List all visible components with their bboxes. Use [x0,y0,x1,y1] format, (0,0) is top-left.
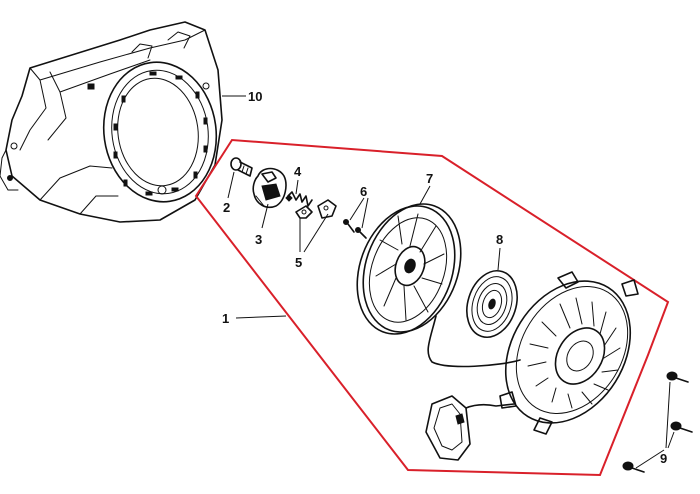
rope-handle-icon [425,395,515,461]
spring-icon [285,191,313,207]
pin-icon [343,219,367,239]
callout-3: 3 [255,232,262,247]
pulley-reel-icon [356,203,521,368]
recoil-starter-assembly-icon [194,138,670,477]
callout-7: 7 [426,171,433,186]
ratchet-icon [252,167,287,209]
callout-1: 1 [222,311,229,326]
leader-lines [222,95,675,469]
callout-5: 5 [295,255,302,270]
recoil-spring-icon [466,270,518,338]
bolt-icon [230,157,253,177]
fan-cover-shroud-icon [0,21,223,223]
callout-8: 8 [496,232,503,247]
callout-9: 9 [660,451,667,466]
callout-6: 6 [360,184,367,199]
callout-2: 2 [223,200,230,215]
callout-4: 4 [294,164,302,179]
flange-bolt-icon [622,371,693,473]
starter-housing-icon [499,271,639,435]
callout-10: 10 [248,89,262,104]
pawl-icon [295,199,337,219]
